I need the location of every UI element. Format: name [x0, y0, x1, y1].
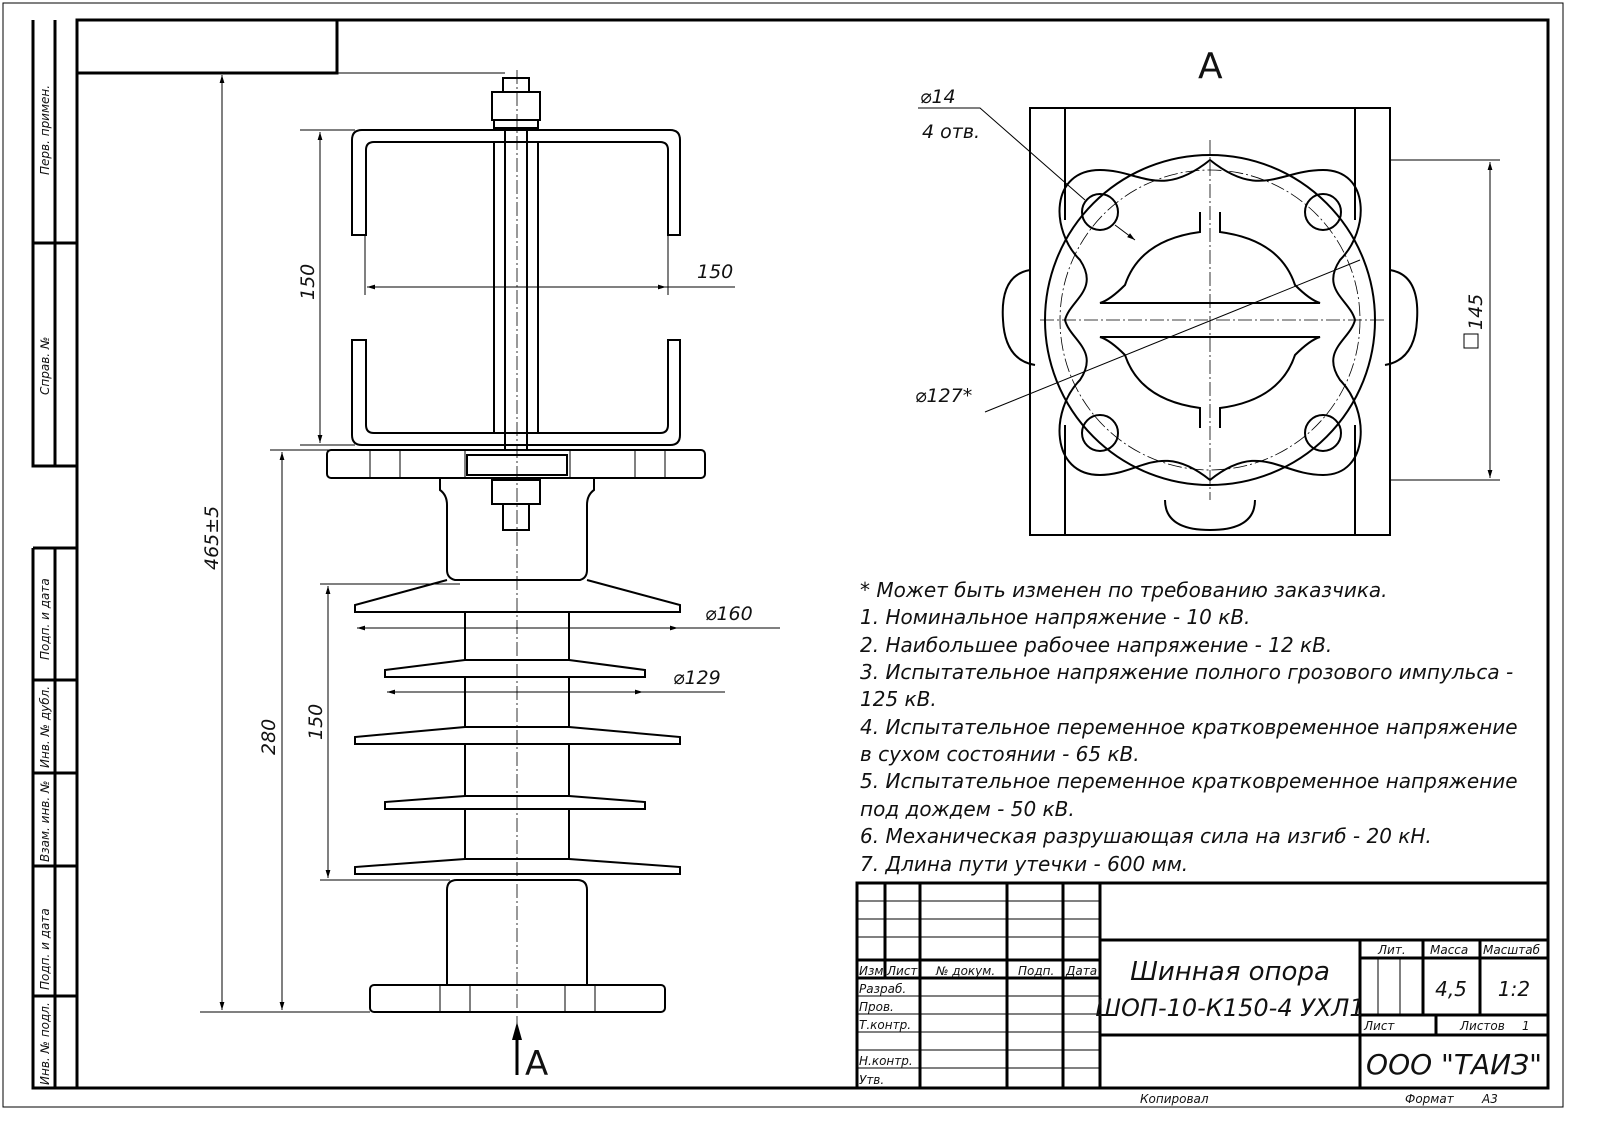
dim-total-height: 465±5 — [201, 506, 223, 570]
technical-notes: * Может быть изменен по требованию заказ… — [860, 578, 1518, 876]
dim-hole-dia: ⌀14 — [920, 86, 956, 108]
strip-label: Справ. № — [38, 337, 52, 395]
note-line: 1. Номинальное напряжение - 10 кВ. — [860, 605, 1250, 629]
dim-shed-small: ⌀129 — [673, 667, 721, 689]
note-line: 2. Наибольшее рабочее напряжение - 12 кВ… — [860, 633, 1332, 657]
format-value: А3 — [1481, 1092, 1498, 1106]
copied-label: Копировал — [1140, 1092, 1209, 1106]
header-sign: Подп. — [1018, 964, 1054, 978]
strip-label: Подп. и дата — [38, 578, 52, 660]
title-block: Изм. Лист № докум. Подп. Дата Разраб. Пр… — [855, 881, 1550, 1106]
outer-border — [2, 2, 1564, 1108]
drawing-designation: ШОП-10-К150-4 УХЛ1 — [1095, 994, 1364, 1022]
dim-bracket-width: 150 — [697, 261, 733, 283]
sheets-label: Листов — [1459, 1019, 1505, 1033]
dim-circle-dia: ⌀127* — [915, 385, 972, 407]
company-name: ООО "ТАИЗ" — [1366, 1048, 1542, 1081]
strip-label: Подп. и дата — [38, 908, 52, 990]
note-line: 7. Длина пути утечки - 600 мм. — [860, 852, 1188, 876]
strip-label: Взам. инв. № — [38, 781, 52, 862]
note-line: под дождем - 50 кВ. — [860, 797, 1075, 821]
lit-label: Лит. — [1377, 943, 1406, 957]
header-date: Дата — [1065, 964, 1097, 978]
note-line: 125 кВ. — [860, 687, 937, 711]
dim-insulator-height: 280 — [258, 719, 280, 755]
header-izm: Изм. — [859, 964, 887, 978]
side-strip: Перв. примен. Справ. № Подп. и дата Инв.… — [31, 20, 77, 1090]
mass-value: 4,5 — [1435, 977, 1467, 1001]
top-left-box — [75, 18, 339, 75]
role-developer: Разраб. — [859, 982, 906, 996]
view-label-bottom: А — [525, 1044, 548, 1084]
header-list: Лист — [886, 964, 918, 978]
role-checker: Пров. — [859, 1000, 894, 1014]
note-line: 4. Испытательное переменное кратковремен… — [860, 715, 1518, 739]
role-approved: Утв. — [859, 1073, 884, 1087]
note-line: 3. Испытательное напряжение полного гроз… — [860, 660, 1513, 684]
mass-label: Масса — [1430, 943, 1468, 957]
role-norm-control: Н.контр. — [859, 1054, 913, 1068]
format-label: Формат — [1405, 1092, 1455, 1106]
dim-shed-span: 150 — [305, 704, 327, 740]
square-symbol — [1463, 333, 1479, 349]
role-tech-control: Т.контр. — [859, 1018, 911, 1032]
scale-label: Масштаб — [1483, 943, 1541, 957]
dim-hole-count: 4 отв. — [922, 121, 980, 143]
strip-label: Инв. № подл. — [38, 1002, 52, 1085]
dim-shed-large: ⌀160 — [705, 603, 753, 625]
dim-bracket-height: 150 — [297, 264, 319, 300]
top-view: А ⌀14 4 отв. ⌀127* 145 — [915, 46, 1500, 536]
note-line: 5. Испытательное переменное кратковремен… — [860, 769, 1518, 793]
view-label-top: А — [1198, 46, 1223, 87]
note-line: * Может быть изменен по требованию заказ… — [860, 578, 1388, 602]
strip-label: Перв. примен. — [38, 85, 52, 175]
dim-square: 145 — [1465, 294, 1487, 330]
note-line: в сухом состоянии - 65 кВ. — [860, 742, 1140, 766]
sheets-value: 1 — [1522, 1019, 1530, 1033]
scale-value: 1:2 — [1498, 977, 1530, 1001]
drawing-frame — [75, 18, 1550, 1090]
side-view: 465±5 150 150 280 150 ⌀160 ⌀129 А — [200, 70, 780, 1084]
sheet-label: Лист — [1363, 1019, 1395, 1033]
strip-label: Инв. № дубл. — [38, 686, 52, 768]
drawing-title: Шинная опора — [1130, 957, 1330, 987]
note-line: 6. Механическая разрушающая сила на изги… — [860, 824, 1432, 848]
header-doc: № докум. — [935, 964, 995, 978]
